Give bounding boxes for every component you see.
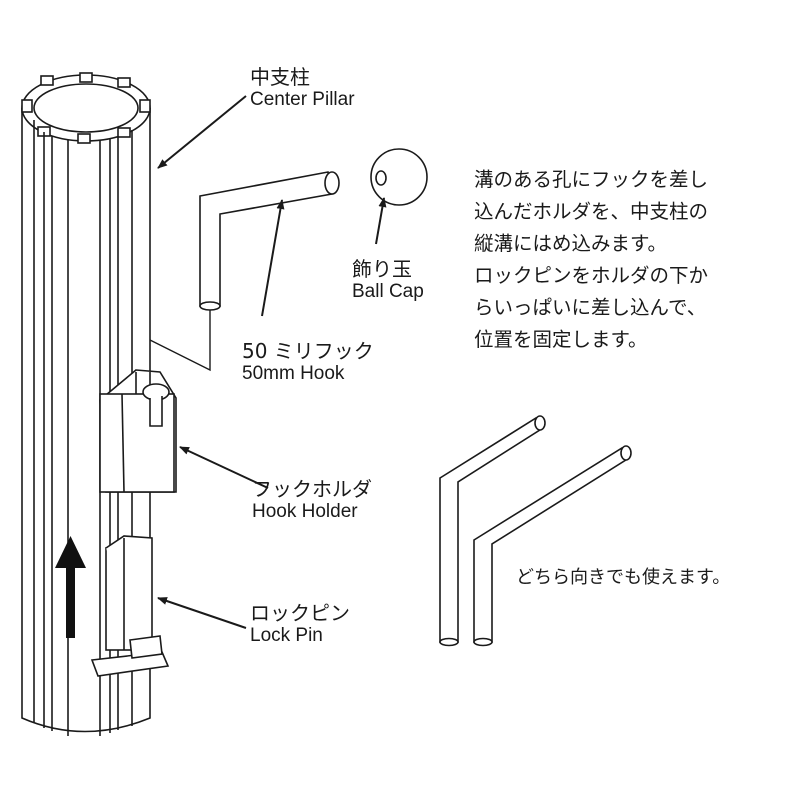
instruction-line: 縦溝にはめ込みます。 [474,232,668,255]
label-lock-pin-en: Lock Pin [250,625,323,646]
label-hook-en: 50mm Hook [242,363,345,384]
instruction-line: 溝のある孔にフックを差し [474,168,709,191]
label-ball-cap-ja: 飾り玉 [352,257,412,281]
instruction-line: らいっぱいに差し込んで、 [474,296,707,319]
arrow-lock-pin [157,597,247,629]
label-center-pillar: 中支柱 Center Pillar [250,66,355,111]
ball-cap [370,148,428,206]
instruction-line: 位置を固定します。 [474,328,648,351]
label-lock-pin-ja: ロックピン [250,601,350,625]
label-ball-cap: 飾り玉 Ball Cap [352,258,424,303]
orientation-note: どちら向きでも使えます。 [516,567,731,588]
label-hook-holder: フックホルダ Hook Holder [252,478,372,523]
hook-50mm [199,171,340,311]
arrow-center-pillar [157,95,247,169]
label-center-pillar-ja: 中支柱 [250,65,310,89]
arrow-hook [261,199,285,317]
instruction-line: 込んだホルダを、中支柱の [474,200,709,223]
label-hook-holder-ja: フックホルダ [252,477,372,501]
label-ball-cap-en: Ball Cap [352,281,424,302]
label-hook-holder-en: Hook Holder [252,501,358,522]
label-hook-ja: 50 ミリフック [242,339,374,363]
instruction-line: ロックピンをホルダの下か [474,264,709,287]
hook-holder [99,369,177,493]
lock-pin [90,535,170,677]
label-lock-pin: ロックピン Lock Pin [250,602,350,647]
callout-arrows [157,95,387,629]
insert-direction-arrow [55,536,86,638]
orientation-hook-left [439,415,546,647]
orientation-hook-right [473,445,632,647]
hook-holder-connector [149,310,211,372]
label-hook: 50 ミリフック 50mm Hook [242,340,374,385]
arrow-hook-holder [179,446,269,489]
label-center-pillar-en: Center Pillar [250,89,355,110]
instruction-text: 溝のある孔にフックを差し 込んだホルダを、中支柱の 縦溝にはめ込みます。 ロック… [474,164,708,356]
arrow-ball-cap [375,197,387,245]
